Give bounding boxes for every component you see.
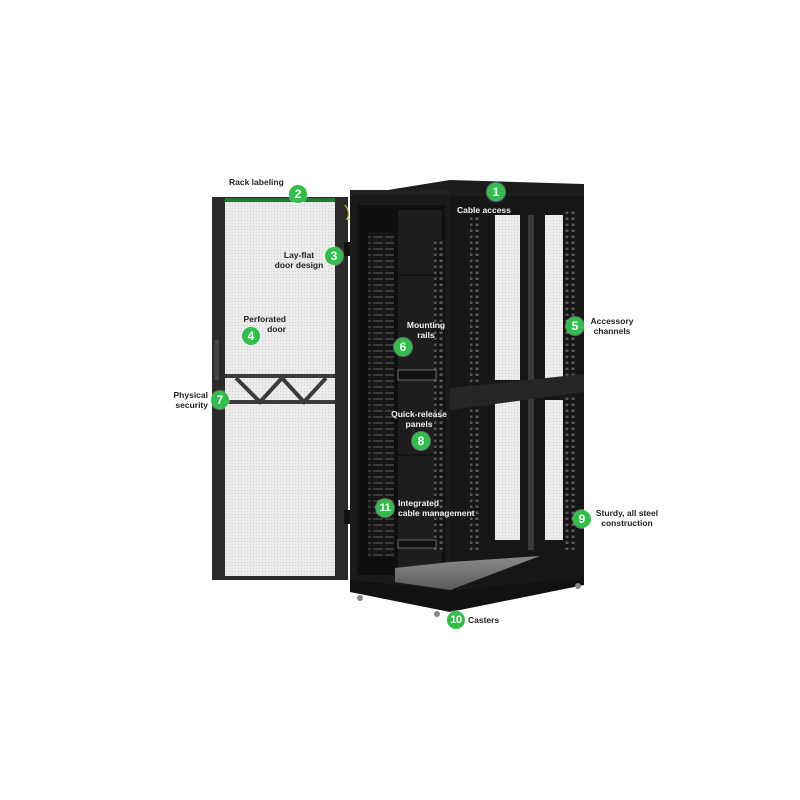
callout-line1: Perforated [243, 314, 286, 324]
callout-badge-7: 7 [211, 391, 229, 409]
callout-line2: door design [274, 260, 324, 270]
callout-badge-9: 9 [573, 510, 591, 528]
callout-label-sturdy-steel-construction: Sturdy, all steel construction [594, 508, 660, 528]
callout-label-physical-security: Physical security [166, 390, 209, 410]
callout-line1: Quick-release [391, 409, 447, 419]
callout-label-integrated-cable-management: Integrated cable management [398, 498, 475, 518]
callout-line2: security [175, 400, 208, 410]
callout-line2: construction [601, 518, 653, 528]
callout-number: 3 [330, 249, 338, 263]
callout-number: 6 [399, 340, 407, 354]
callout-line1: Accessory [590, 316, 634, 326]
callout-label-rack-labeling: Rack labeling [229, 177, 284, 187]
callout-number: 9 [578, 512, 586, 526]
callout-line1: Mounting [406, 320, 446, 330]
callout-number: 7 [216, 393, 224, 407]
callout-number: 5 [571, 319, 579, 333]
callout-label-mounting-rails: Mounting rails [402, 320, 450, 340]
callout-label-casters: Casters [468, 615, 500, 625]
callout-badge-6: 6 [394, 338, 412, 356]
callout-label-perforated-door: Perforated door [228, 314, 286, 334]
cabinet-body [350, 180, 584, 617]
callout-line2: channels [593, 326, 631, 336]
callout-badge-5: 5 [566, 317, 584, 335]
callout-badge-2: 2 [289, 185, 307, 203]
callout-badge-3: 3 [325, 247, 343, 265]
callout-label-quick-release-panels: Quick-release panels [390, 409, 448, 429]
callout-badge-1: 1 [487, 183, 505, 201]
callout-line1: Lay-flat [283, 250, 315, 260]
callout-number: 10 [450, 613, 462, 626]
callout-badge-10: 10 [447, 611, 465, 629]
callout-label-lay-flat-door: Lay-flat door design [272, 250, 326, 270]
callout-line2: rails [417, 330, 435, 340]
callout-line1: Physical [173, 390, 209, 400]
callout-label-cable-access: Cable access [457, 205, 511, 215]
callout-line2: door [267, 324, 286, 334]
callout-number: 8 [417, 434, 425, 448]
callout-line1: Integrated [398, 498, 440, 508]
callout-badge-8: 8 [412, 432, 430, 450]
callout-badge-11: 11 [376, 499, 394, 517]
callout-line2: cable management [398, 508, 475, 518]
callout-line1: Sturdy, all steel [595, 508, 659, 518]
callout-line2: panels [405, 419, 433, 429]
callout-number: 2 [294, 187, 302, 201]
front-door [212, 197, 361, 580]
callout-badge-4: 4 [242, 327, 260, 345]
callout-number: 4 [247, 329, 255, 343]
callout-label-accessory-channels: Accessory channels [587, 316, 637, 336]
callout-number: 11 [379, 501, 391, 514]
callout-number: 1 [492, 185, 500, 199]
